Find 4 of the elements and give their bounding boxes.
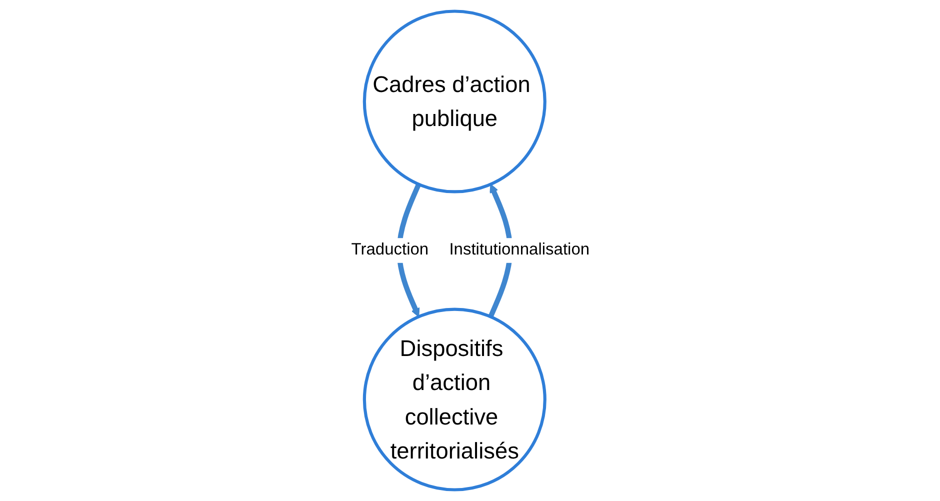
circle-node: Dispositifs d’action collective territorialisés bbox=[362, 308, 546, 492]
edge-label: Institutionnalisation bbox=[448, 238, 590, 263]
edge-label: Traduction bbox=[350, 238, 428, 263]
circle-node: Cadres d’action publique bbox=[362, 10, 546, 194]
